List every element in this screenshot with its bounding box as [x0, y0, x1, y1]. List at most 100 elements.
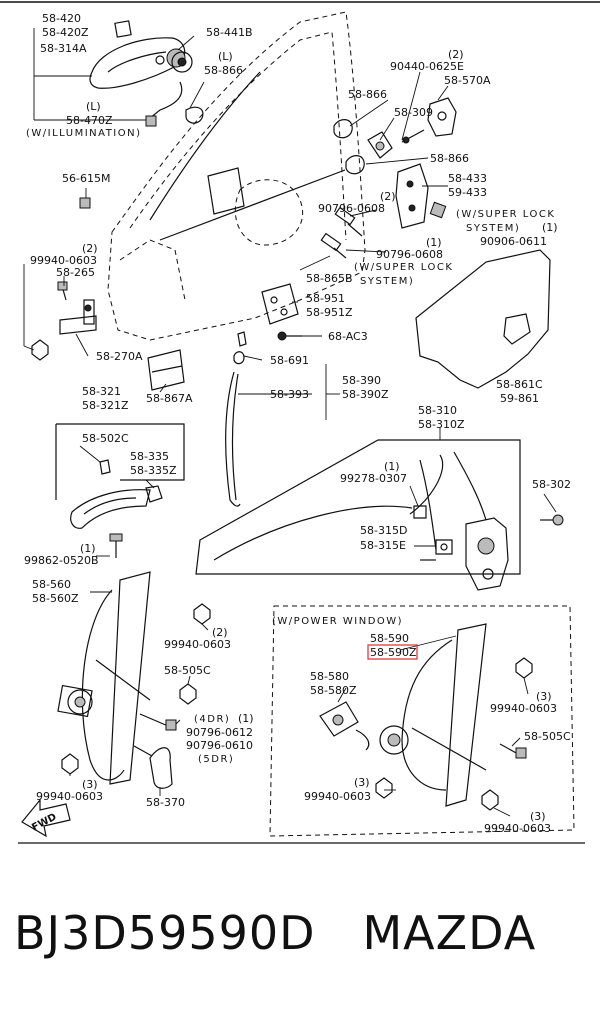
label: 90796-0610	[186, 739, 253, 752]
label: (L)	[86, 100, 101, 113]
latch-rods	[213, 451, 487, 561]
label: (1)	[384, 460, 400, 473]
label: 58-420	[42, 12, 81, 25]
label: 58-866	[348, 88, 387, 101]
label: (W/ILLUMINATION)	[26, 128, 142, 139]
part-number: BJ3D59590D	[14, 906, 316, 960]
cap-small	[99, 459, 111, 475]
clip-58-866-b	[345, 155, 365, 175]
label: 58-502C	[82, 432, 129, 445]
inner-handle-58-502C	[70, 489, 151, 529]
label: 58-861C	[496, 378, 543, 391]
label: 58-433	[448, 172, 487, 185]
leader-lines	[23, 28, 557, 817]
label: 58-560	[32, 578, 71, 591]
label: (3)	[530, 810, 546, 823]
power-regulator-58-590	[379, 623, 487, 807]
label: 58-335	[130, 450, 169, 463]
label: 58-310	[418, 404, 457, 417]
door-parts-diagram: 58-420 58-420Z 58-314A (L) 58-470Z (W/IL…	[0, 1, 600, 844]
highlight-box	[367, 644, 418, 660]
label: 58-560Z	[32, 592, 79, 605]
label: 58-441B	[206, 26, 253, 39]
nut-90906	[429, 201, 447, 219]
inner-handle-box	[55, 423, 185, 500]
stopper-bolt	[79, 197, 91, 209]
label: 56-615M	[62, 172, 110, 185]
label: 58-951Z	[306, 306, 353, 319]
label: (1)	[426, 236, 442, 249]
label: 58-302	[532, 478, 571, 491]
screw-90440	[401, 129, 425, 144]
label: 90796-0608	[376, 248, 443, 261]
clip-58-866-a	[333, 119, 353, 139]
inner-handle-base	[147, 349, 185, 391]
label: 58-393	[270, 388, 309, 401]
label: 58-270A	[96, 350, 143, 363]
label: (4DR)	[194, 714, 230, 725]
clip-58-315D	[435, 539, 453, 555]
label: 68-AC3	[328, 330, 368, 343]
label: 58-315E	[360, 539, 406, 552]
label: 99278-0307	[340, 472, 407, 485]
bolts-58-505C-right	[499, 743, 527, 759]
label: 90440-0625E	[390, 60, 464, 73]
label: 58-321	[82, 385, 121, 398]
lock-cylinder	[171, 51, 193, 73]
label: (3)	[536, 690, 552, 703]
clip-99278	[413, 505, 427, 519]
label: (1)	[542, 221, 558, 234]
label: (3)	[82, 778, 98, 791]
label: (2)	[212, 626, 228, 639]
part-labels: 58-420 58-420Z 58-314A (L) 58-470Z (W/IL…	[24, 12, 571, 835]
label: (L)	[218, 50, 233, 63]
label: 99940-0603	[36, 790, 103, 803]
latch-plate-58-433	[395, 163, 429, 229]
label: 90906-0611	[480, 235, 547, 248]
label: 58-505C	[164, 664, 211, 677]
label: 90796-0612	[186, 726, 253, 739]
crank-handle-58-370	[133, 745, 173, 789]
knob-58-309	[367, 131, 393, 159]
power-window-box	[269, 605, 575, 837]
label: 58-580Z	[310, 684, 357, 697]
label: 99940-0603	[30, 254, 97, 267]
latch-bracket-58-570A	[427, 97, 457, 137]
manual-regulator	[57, 571, 151, 785]
label: (2)	[82, 242, 98, 255]
label: 58-390	[342, 374, 381, 387]
label: 58-580	[310, 670, 349, 683]
nut-right-group	[375, 657, 533, 811]
bolt-90796-lower	[320, 232, 347, 259]
screw-58-265	[57, 281, 68, 301]
label: SYSTEM)	[466, 223, 520, 234]
label: 58-314A	[40, 42, 87, 55]
bolt-68-ac3	[277, 331, 302, 341]
label: 58-570A	[444, 74, 491, 87]
label: 58-265	[56, 266, 95, 279]
front-panel-58-861C	[415, 249, 551, 389]
label: 90796-0608	[318, 202, 385, 215]
label: 58-310Z	[418, 418, 465, 431]
bolt-90796-upper	[334, 206, 363, 237]
label: (W/SUPER LOCK	[456, 209, 555, 220]
rod-58-390	[231, 373, 239, 501]
screw-99862	[109, 533, 123, 558]
actuator-58-951	[261, 283, 299, 325]
label: SYSTEM)	[360, 276, 414, 287]
brand-name: MAZDA	[362, 906, 537, 960]
screw-58-302	[540, 514, 564, 526]
label: 58-691	[270, 354, 309, 367]
label: 58-867A	[146, 392, 193, 405]
door-panel	[107, 11, 366, 341]
label: 99940-0603	[304, 790, 371, 803]
bolts-90796-left	[139, 713, 177, 731]
label: 58-590	[370, 632, 409, 645]
label: 58-370	[146, 796, 185, 809]
part-caption: BJ3D59590D MAZDA	[14, 898, 594, 968]
label: (W/SUPER LOCK	[354, 262, 453, 273]
label: (1)	[238, 712, 254, 725]
label: 58-590Z	[370, 646, 417, 659]
label: 99940-0603	[490, 702, 557, 715]
label: (2)	[380, 190, 396, 203]
